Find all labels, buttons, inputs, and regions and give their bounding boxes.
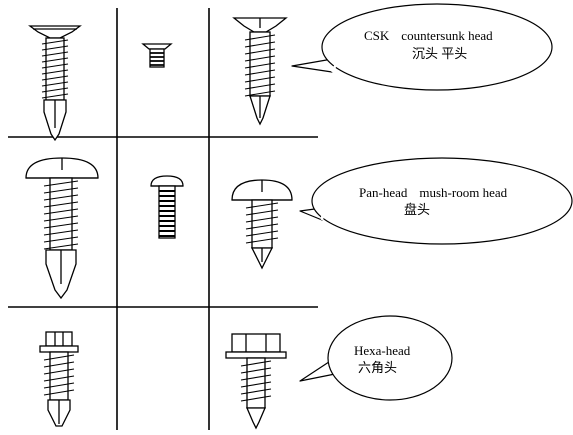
callout-bubble-csk <box>291 3 553 91</box>
label-hex-en: Hexa-head <box>354 343 410 359</box>
hex-self-drilling-screw-icon <box>39 331 79 427</box>
csk-self-drilling-screw-icon <box>28 25 82 142</box>
label-csk-en: CSK countersunk head <box>364 28 493 44</box>
pan-chinese: 盘头 <box>404 202 431 217</box>
pan-self-drilling-screw-icon <box>25 157 99 300</box>
pan-type-name: Pan-head <box>359 185 408 200</box>
pan-machine-screw-icon <box>150 175 184 239</box>
label-csk-zh: 沉头 平头 <box>412 46 467 62</box>
callout-bubble-hex <box>299 315 453 401</box>
pan-tapping-screw-icon <box>231 179 293 270</box>
csk-type-name: CSK <box>364 28 390 43</box>
csk-chinese: 沉头 平头 <box>412 46 468 61</box>
csk-machine-screw-icon <box>141 43 173 68</box>
label-pan-en: Pan-head mush-room head <box>359 185 507 201</box>
pan-type-desc: mush-room head <box>419 185 508 200</box>
label-pan-zh: 盘头 <box>404 202 430 218</box>
label-hex-zh: 六角头 <box>358 360 397 376</box>
csk-tapping-screw-icon <box>232 17 288 126</box>
csk-type-desc: countersunk head <box>401 28 493 43</box>
table-grid <box>8 8 318 430</box>
callout-bubble-pan <box>299 157 573 245</box>
hex-type-name: Hexa-head <box>354 343 411 358</box>
hex-chinese: 六角头 <box>358 360 398 375</box>
hex-tapping-screw-icon <box>225 333 287 430</box>
